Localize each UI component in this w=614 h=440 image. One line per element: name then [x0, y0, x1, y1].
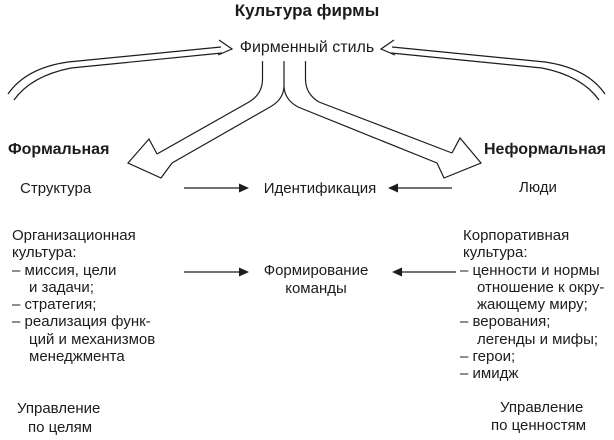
org-culture-heading-1: Организационная: [12, 227, 136, 244]
team-building-label: Формирование команды: [240, 262, 392, 298]
branch-label-formal: Формальная: [8, 141, 110, 158]
list-item: легенды и мифы;: [477, 330, 599, 348]
split-arrow-down-left-icon: [127, 61, 285, 179]
split-arrow-down-right-icon: [283, 61, 482, 179]
management-by-goals-line-1: Управление: [17, 400, 101, 417]
curved-arrow-left-icon: [7, 39, 234, 101]
arrow-right-icon: [184, 267, 249, 277]
org-culture-block: Организационная культура: – миссия, цели…: [12, 227, 155, 365]
list-item: – миссия, цели: [12, 261, 117, 279]
list-item: – герои;: [460, 348, 516, 366]
people-label: Люди: [519, 179, 557, 196]
identification-label: Идентификация: [263, 180, 377, 197]
list-item: – ценности и нормы: [460, 261, 600, 279]
corp-culture-block: Корпоративная культура: – ценности и нор…: [460, 227, 604, 383]
arrow-left-icon: [392, 267, 456, 277]
corp-culture-heading-1: Корпоративная: [463, 227, 570, 244]
structure-label: Структура: [20, 180, 92, 197]
branch-label-informal: Неформальная: [484, 141, 606, 158]
management-by-values-line-1: Управление: [500, 399, 584, 416]
curved-arrow-right-icon: [379, 39, 606, 101]
list-item: – имидж: [460, 365, 519, 383]
corp-culture-heading-2: культура:: [463, 244, 528, 262]
list-item: и задачи;: [29, 278, 94, 296]
list-item: ций и механизмов: [29, 330, 156, 348]
team-building-line-1: Формирование: [263, 262, 369, 279]
list-item: – стратегия;: [12, 296, 97, 314]
org-culture-heading-2: культура:: [12, 244, 77, 262]
list-item: жающему миру;: [477, 296, 588, 314]
team-building-line-2: команды: [285, 280, 347, 297]
list-item: отношение к окру-: [477, 278, 605, 296]
list-item: менеджмента: [29, 348, 125, 366]
arrow-right-icon: [184, 183, 249, 193]
diagram-title: Культура фирмы: [234, 1, 380, 20]
management-by-goals-label: Управление по целям: [17, 400, 100, 437]
central-node-label: Фирменный стиль: [239, 39, 375, 56]
management-by-goals-line-2: по целям: [28, 418, 93, 436]
management-by-values-line-2: по ценностям: [491, 417, 587, 434]
list-item: – верования;: [460, 313, 551, 331]
arrow-left-icon: [388, 183, 452, 193]
list-item: – реализация функ-: [12, 313, 151, 331]
